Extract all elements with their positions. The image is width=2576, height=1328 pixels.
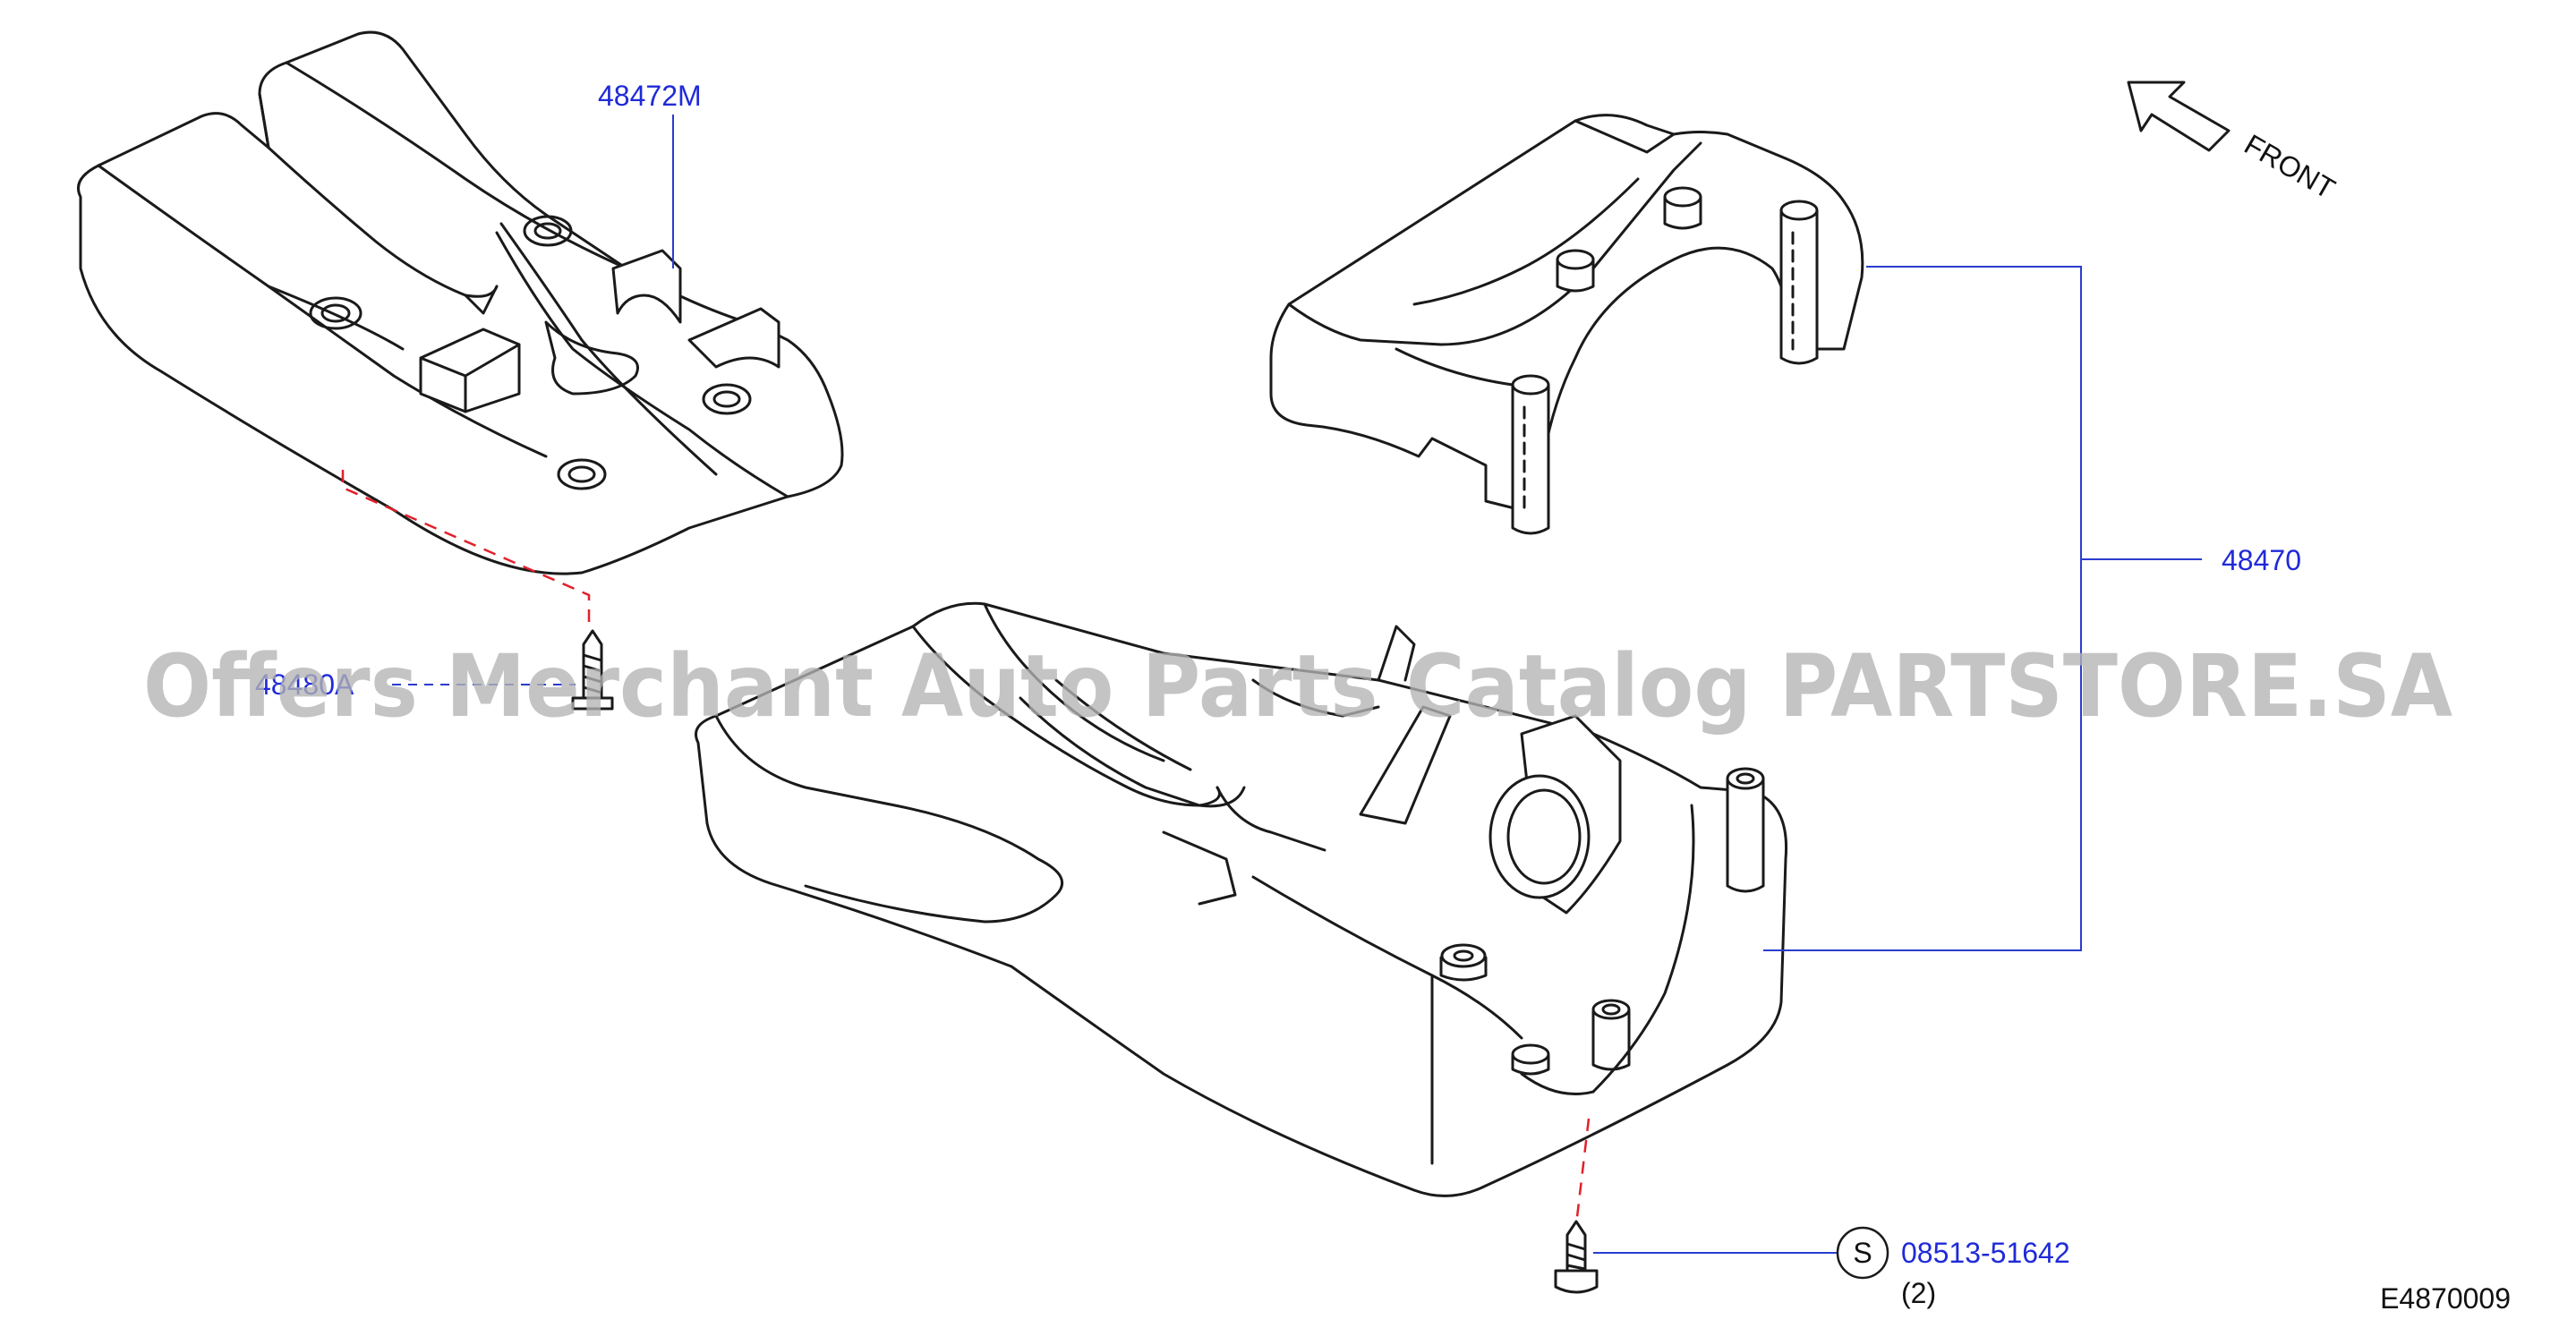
lower-column-cover[interactable] <box>695 601 1788 1197</box>
upper-column-cover[interactable] <box>1269 114 1864 535</box>
callout-48480a[interactable]: 48480A <box>255 668 354 701</box>
hidden-line-bottom <box>1575 1118 1591 1218</box>
standard-part-letter: S <box>1853 1237 1872 1269</box>
callout-08513-51642[interactable]: 08513-51642 <box>1901 1237 2070 1269</box>
screw-08513-51642[interactable] <box>1554 1220 1599 1294</box>
standard-part-symbol: S <box>1836 1226 1889 1280</box>
watermark-text: Offers Merchant Auto Parts Catalog PARTS… <box>143 636 2452 736</box>
hidden-line-left <box>341 470 591 626</box>
screw-48480a[interactable] <box>571 629 614 711</box>
leader-48470 <box>1763 266 2202 951</box>
front-label: FRONT <box>2239 128 2341 205</box>
lower-cover-48472m[interactable] <box>77 30 844 575</box>
screw-quantity: (2) <box>1901 1277 1936 1309</box>
callout-48470[interactable]: 48470 <box>2222 544 2301 576</box>
drawing-id: E4870009 <box>2380 1282 2511 1315</box>
callout-48472m[interactable]: 48472M <box>598 80 702 112</box>
front-arrow-icon: FRONT <box>2127 81 2341 205</box>
